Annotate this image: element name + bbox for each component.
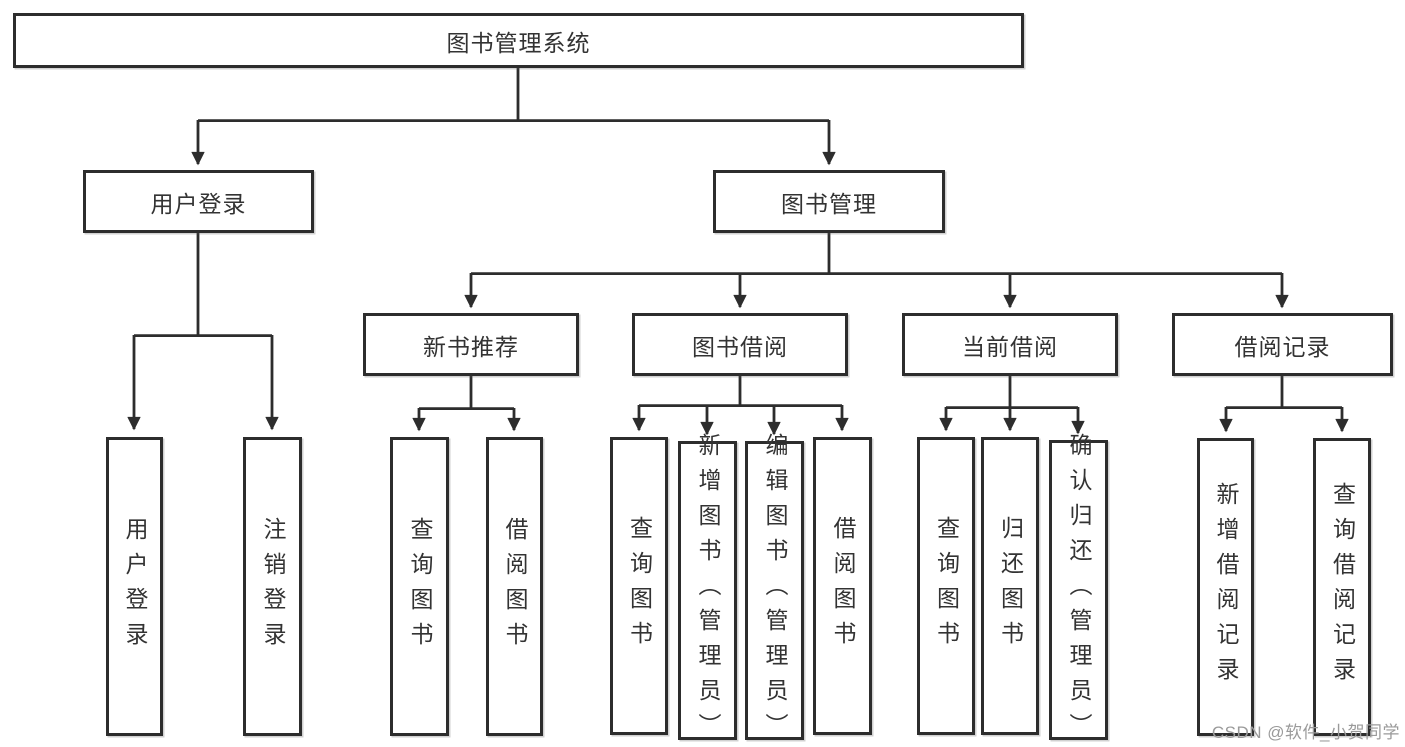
node-label: 当前借阅: [962, 333, 1058, 360]
node-label: 查询图书: [933, 516, 960, 656]
node-new-book-recommend: 新书推荐: [363, 313, 579, 376]
node-label: 新增借阅记录: [1213, 482, 1239, 692]
leaf-edit-books-admin: 编辑图书（管理员）: [745, 433, 804, 747]
leaf-logout: 注销登录: [243, 437, 302, 736]
node-label: 借阅图书: [502, 516, 528, 657]
node-label: 图书管理系统: [446, 29, 591, 56]
node-label: 查询图书: [407, 516, 433, 657]
node-label: 确认归还（管理员）: [1066, 432, 1092, 747]
node-label: 借阅图书: [830, 516, 856, 656]
node-label: 新增图书（管理员）: [695, 433, 721, 747]
node-label: 用户登录: [150, 190, 247, 217]
leaf-return-books: 归还图书: [981, 437, 1039, 735]
csdn-watermark: CSDN @软件_小贺同学: [1211, 723, 1400, 742]
node-root: 图书管理系统: [13, 13, 1024, 68]
node-user-login: 用户登录: [83, 170, 314, 233]
leaf-confirm-return-admin: 确认归还（管理员）: [1049, 433, 1108, 747]
node-label: 编辑图书（管理员）: [762, 433, 788, 747]
leaf-query-books-current: 查询图书: [917, 437, 975, 735]
node-label: 查询借阅记录: [1329, 482, 1356, 692]
node-label: 新书推荐: [423, 333, 519, 360]
leaf-borrow-books-recommend: 借阅图书: [486, 437, 543, 736]
node-label: 归还图书: [997, 516, 1024, 656]
node-current-borrowing: 当前借阅: [902, 313, 1118, 376]
node-book-management: 图书管理: [713, 170, 945, 233]
leaf-user-login: 用户登录: [106, 437, 163, 736]
leaf-add-borrow-record: 新增借阅记录: [1197, 438, 1254, 736]
node-label: 借阅记录: [1234, 333, 1331, 360]
leaf-query-books-borrowing: 查询图书: [610, 437, 668, 735]
node-label: 图书借阅: [692, 333, 788, 360]
node-label: 图书管理: [781, 190, 877, 217]
leaf-borrow-books-borrowing: 借阅图书: [813, 437, 872, 735]
node-label: 查询图书: [626, 516, 653, 656]
node-label: 用户登录: [122, 516, 148, 657]
node-borrowing-records: 借阅记录: [1172, 313, 1393, 376]
node-label: 注销登录: [260, 516, 286, 657]
leaf-query-borrow-record: 查询借阅记录: [1313, 438, 1371, 736]
leaf-add-books-admin: 新增图书（管理员）: [678, 433, 737, 747]
node-book-borrowing: 图书借阅: [632, 313, 848, 376]
leaf-query-books-recommend: 查询图书: [390, 437, 449, 736]
